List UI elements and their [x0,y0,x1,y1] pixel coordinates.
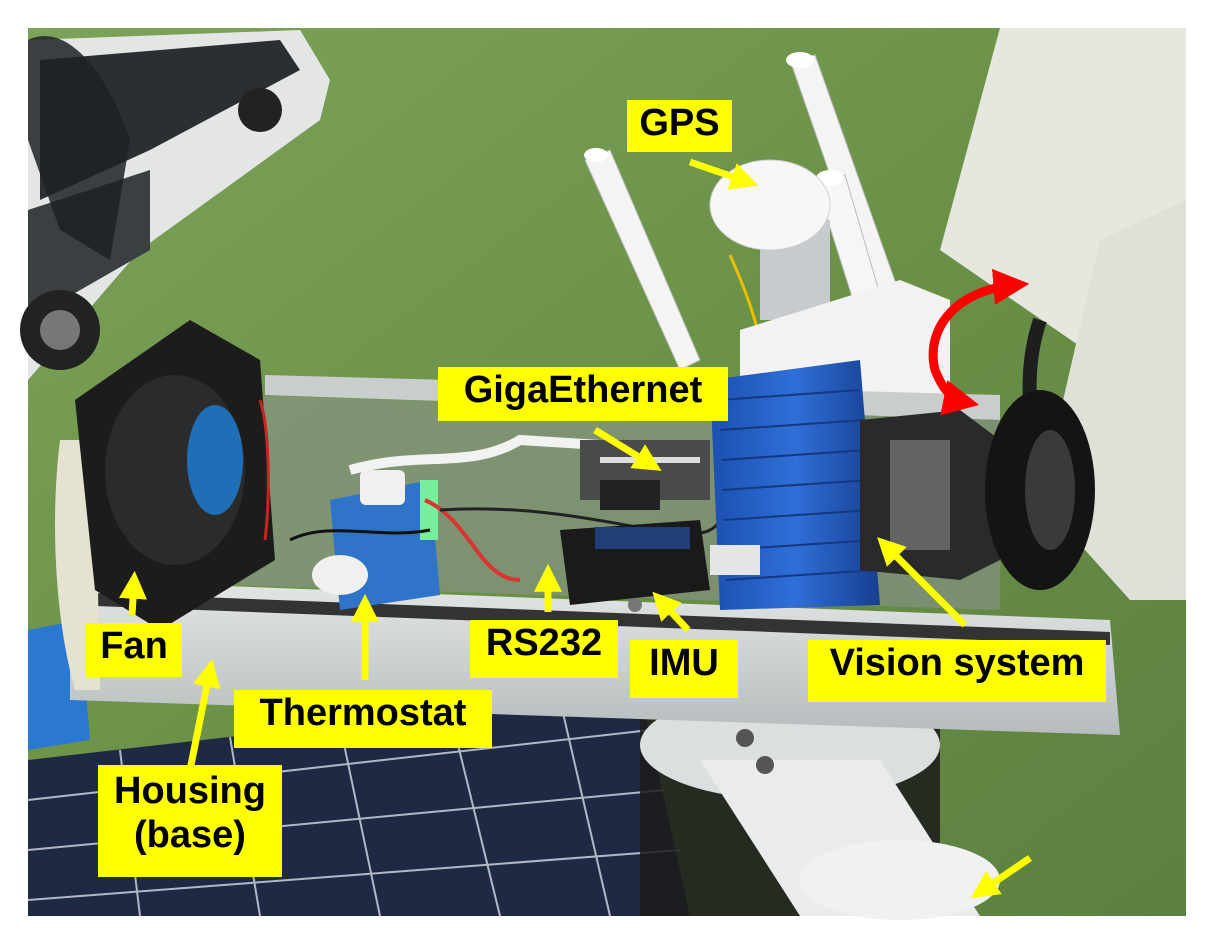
gps-label: GPS [627,100,732,152]
rs232-label: RS232 [470,620,618,678]
thermostat-board [289,434,722,610]
gps-arrow [688,158,759,190]
housing-label-line2: (base) [134,814,246,856]
imu-label: IMU [630,640,738,698]
vision-arrow [877,537,968,628]
thermostat-label: Thermostat [234,690,492,748]
fan-arrow [119,570,147,616]
gps-dome [709,159,831,341]
imu-box [560,520,710,612]
vision-system-label: Vision system [808,640,1106,702]
mount-pole [640,690,1000,920]
vision-camera [710,360,880,610]
gigaethernet-arrow [593,427,662,471]
pointer-arrows [119,158,1032,899]
fan [75,320,275,630]
imu-arrow [652,591,691,633]
mount-arrow [970,855,1032,899]
ethernet-connector [580,440,710,510]
rotation-arrow [928,268,1030,416]
gigaethernet-label: GigaEthernet [438,367,728,421]
housing-label: Housing (base) [98,765,282,877]
bus [20,30,330,380]
housing-label-line1: Housing [114,770,266,812]
fan-label: Fan [86,623,182,677]
housing-arrow [186,659,221,771]
